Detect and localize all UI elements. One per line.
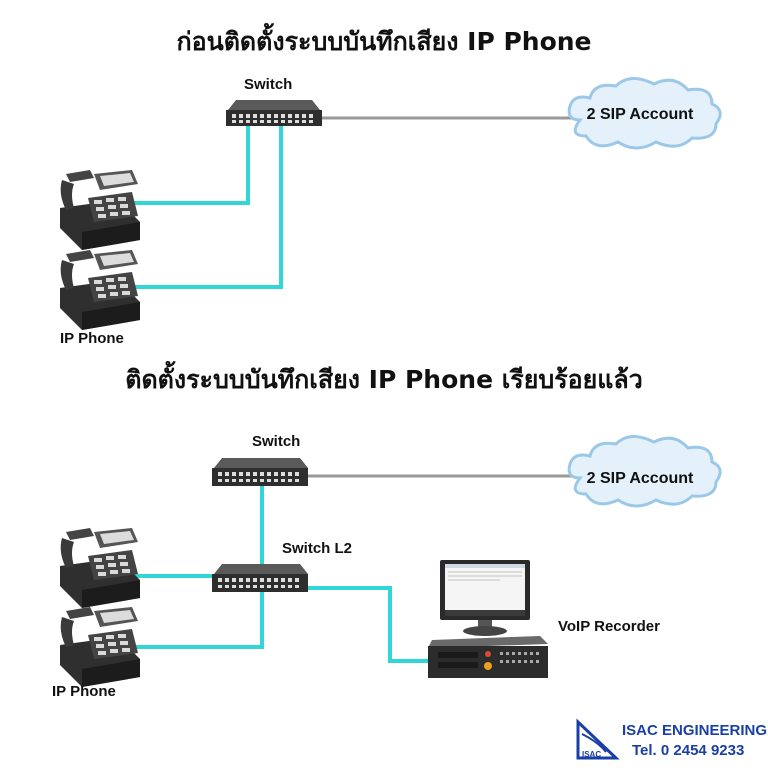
switch-bottom-label: Switch — [252, 433, 301, 450]
ip-phone-top-label: IP Phone — [60, 330, 124, 347]
voip-recorder-icon — [428, 560, 548, 678]
ip-phone-icon — [60, 250, 140, 330]
switch-top — [226, 100, 322, 126]
cable-recorder — [308, 586, 432, 663]
cloud-bottom-label: 2 SIP Account — [587, 470, 694, 487]
cable-bottom-phone-2 — [130, 590, 264, 649]
cloud-top-label: 2 SIP Account — [587, 106, 694, 123]
switch-top-label: Switch — [244, 76, 293, 93]
voip-recorder-label: VoIP Recorder — [558, 618, 660, 635]
title-after-install: ติดตั้งระบบบันทึกเสียง IP Phone เรียบร้อ… — [125, 365, 643, 394]
ip-phone-icon — [60, 528, 140, 608]
brand-telephone: Tel. 0 2454 9233 — [632, 742, 745, 759]
cable-top-phone-1 — [130, 126, 250, 205]
brand-name: ISAC ENGINEERING — [622, 722, 768, 739]
ip-phone-icon — [60, 607, 140, 687]
ip-phone-icon — [60, 170, 140, 250]
switch-l2-label: Switch L2 — [282, 540, 353, 557]
cable-top-phone-2 — [130, 126, 283, 289]
ip-phone-bottom-label: IP Phone — [52, 683, 116, 700]
switch-bottom — [212, 458, 308, 486]
isac-logo-icon: ISAC — [576, 718, 620, 760]
title-before-install: ก่อนติดตั้งระบบบันทึกเสียง IP Phone — [176, 27, 592, 56]
switch-l2 — [212, 564, 308, 592]
isac-logo-text: ISAC — [582, 750, 601, 759]
